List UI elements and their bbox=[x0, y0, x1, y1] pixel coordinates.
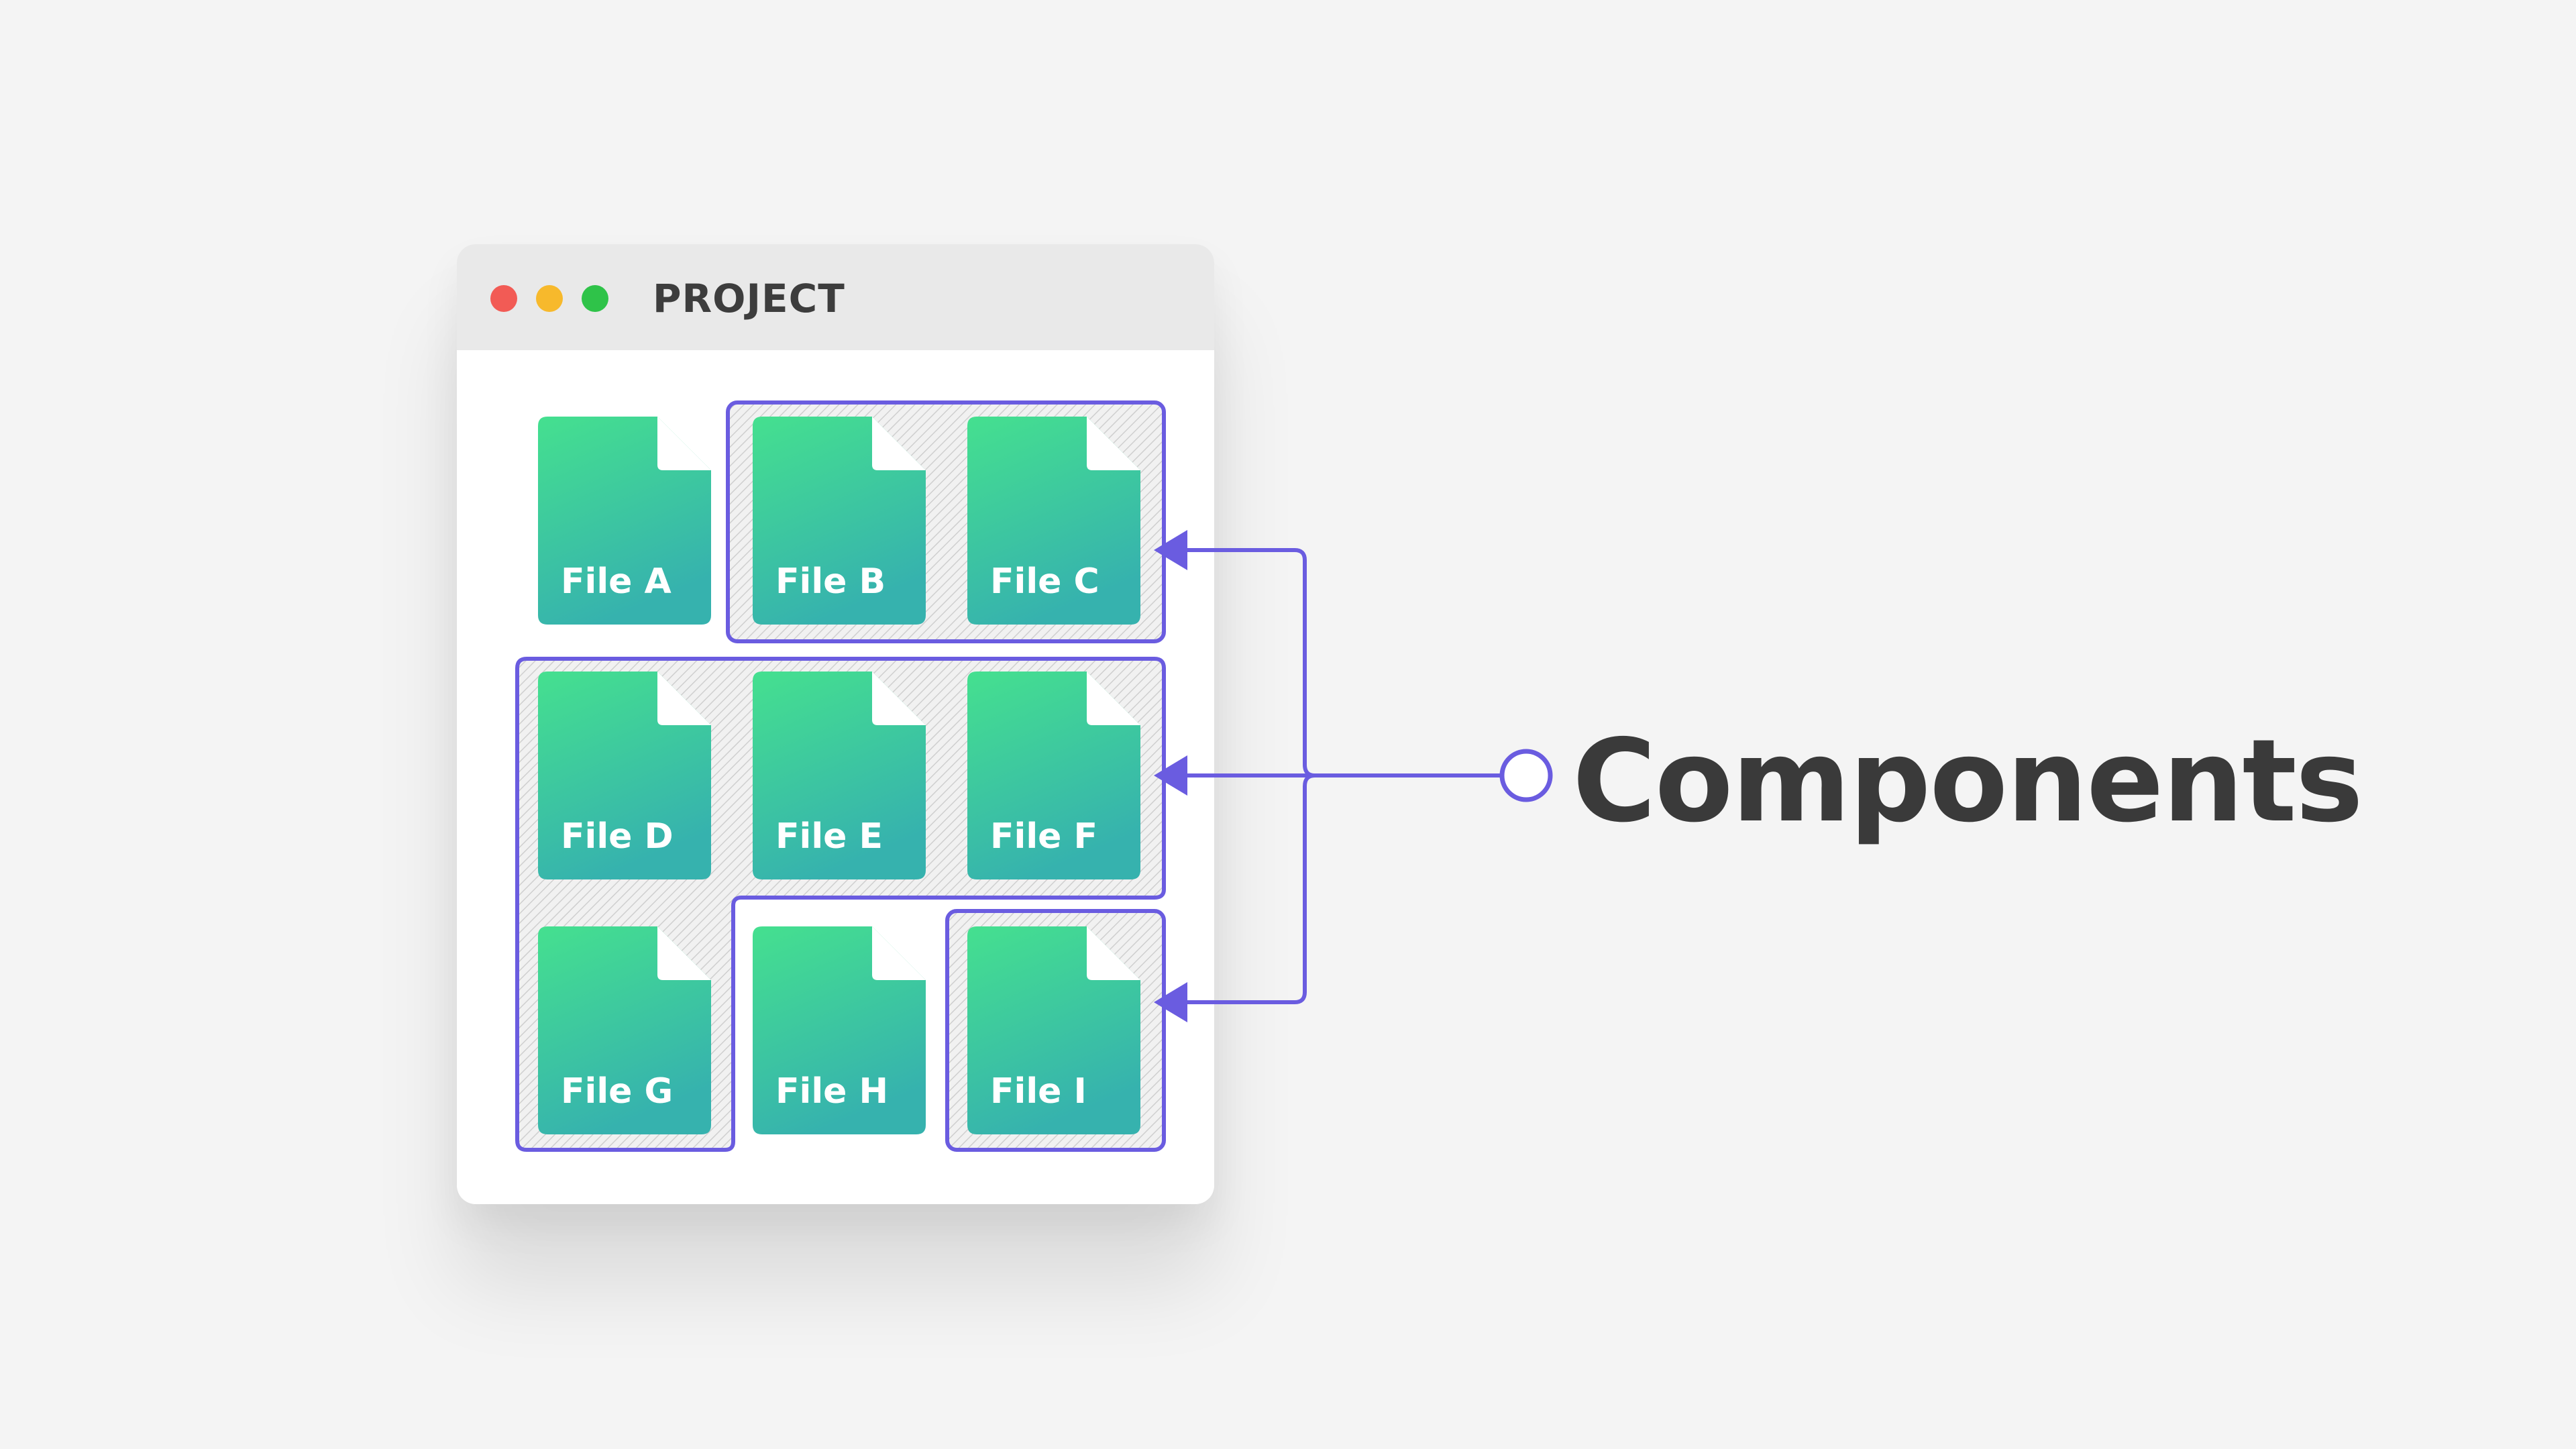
file-item[interactable]: File B bbox=[753, 417, 926, 625]
window-titlebar: PROJECT bbox=[457, 244, 1214, 350]
arrowhead-left-icon bbox=[1154, 530, 1187, 570]
files-grid: File A File B File C File D File E File F File… bbox=[538, 417, 1140, 1134]
file-item[interactable]: File E bbox=[753, 672, 926, 879]
file-label: File H bbox=[775, 1071, 888, 1112]
file-label: File E bbox=[775, 816, 883, 857]
file-label: File F bbox=[990, 816, 1097, 857]
minimize-window-button[interactable] bbox=[536, 285, 563, 312]
page-fold bbox=[657, 926, 711, 980]
connector-bottom bbox=[1184, 773, 1316, 1004]
arrowhead-left-icon bbox=[1154, 755, 1187, 796]
file-label: File I bbox=[990, 1071, 1087, 1112]
circle-anchor-icon bbox=[1499, 749, 1553, 802]
page-fold bbox=[1087, 417, 1140, 470]
window-title: PROJECT bbox=[653, 276, 845, 321]
page-fold bbox=[872, 417, 926, 470]
page-fold bbox=[657, 672, 711, 725]
file-label: File G bbox=[561, 1071, 673, 1112]
close-window-button[interactable] bbox=[490, 285, 517, 312]
page-fold bbox=[1087, 672, 1140, 725]
file-item[interactable]: File I bbox=[967, 926, 1140, 1134]
file-item[interactable]: File D bbox=[538, 672, 711, 879]
file-item[interactable]: File A bbox=[538, 417, 711, 625]
file-item[interactable]: File F bbox=[967, 672, 1140, 879]
file-item[interactable]: File G bbox=[538, 926, 711, 1134]
file-item[interactable]: File C bbox=[967, 417, 1140, 625]
maximize-window-button[interactable] bbox=[582, 285, 608, 312]
file-label: File C bbox=[990, 561, 1099, 602]
file-label: File D bbox=[561, 816, 674, 857]
file-label: File A bbox=[561, 561, 672, 602]
connector-lines bbox=[1184, 548, 1505, 1004]
connector-top bbox=[1184, 548, 1505, 777]
file-label: File B bbox=[775, 561, 885, 602]
arrowhead-left-icon bbox=[1154, 982, 1187, 1022]
components-label: Components bbox=[1572, 715, 2363, 848]
page-fold bbox=[872, 926, 926, 980]
page-fold bbox=[1087, 926, 1140, 980]
page-fold bbox=[657, 417, 711, 470]
connector-arrowheads bbox=[1154, 530, 1187, 1022]
page-fold bbox=[872, 672, 926, 725]
file-item[interactable]: File H bbox=[753, 926, 926, 1134]
